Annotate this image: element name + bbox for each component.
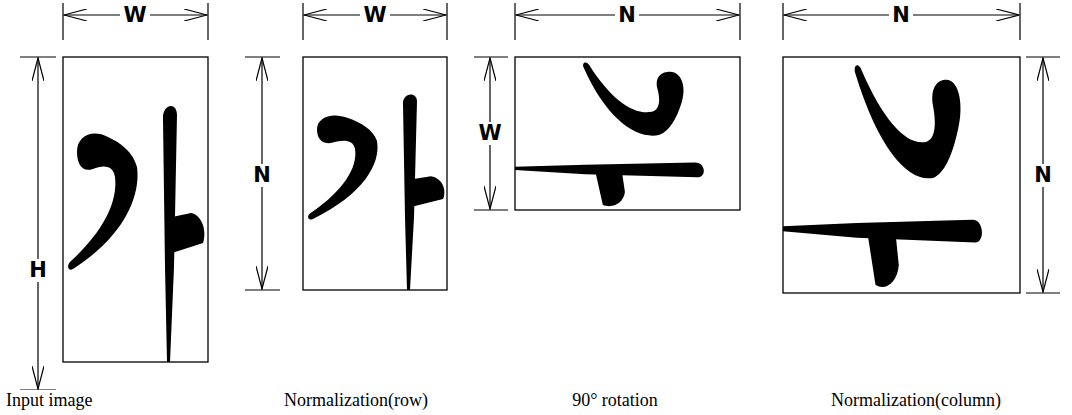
dimension-label: W — [120, 4, 149, 27]
dimension-label: N — [250, 164, 274, 187]
caption: Input image — [4, 390, 94, 410]
extension-tick — [474, 209, 508, 210]
extension-tick — [474, 56, 508, 57]
caption: 90° rotation — [570, 390, 660, 410]
glyph-rotated — [515, 62, 704, 206]
dimension-arrow — [37, 58, 38, 389]
extension-tick — [739, 3, 740, 40]
caption: Normalization(row) — [282, 390, 430, 410]
extension-tick — [1026, 56, 1060, 57]
extension-tick — [207, 3, 208, 40]
extension-tick — [514, 3, 515, 40]
extension-tick — [245, 56, 280, 57]
dimension-label: W — [475, 122, 504, 145]
image-frame — [63, 57, 208, 362]
extension-tick — [245, 289, 280, 290]
dimension-label: N — [1031, 164, 1055, 187]
extension-tick — [1026, 292, 1060, 293]
extension-tick — [302, 3, 303, 40]
extension-tick — [62, 3, 63, 40]
glyph-input — [68, 106, 204, 362]
dimension-lines — [20, 3, 1060, 390]
glyph-row — [308, 94, 444, 290]
dimension-label: W — [360, 4, 389, 27]
image-frame — [783, 57, 1020, 293]
extension-tick — [446, 3, 447, 40]
glyph-column — [783, 65, 982, 287]
dimension-label: N — [615, 4, 639, 27]
extension-tick — [20, 56, 56, 57]
dimension-label: N — [889, 4, 913, 27]
image-frame — [303, 57, 447, 290]
extension-tick — [1019, 3, 1020, 40]
extension-tick — [782, 3, 783, 40]
image-frame — [515, 57, 740, 210]
caption: Normalization(column) — [829, 390, 1003, 410]
dimension-label: H — [26, 259, 50, 282]
